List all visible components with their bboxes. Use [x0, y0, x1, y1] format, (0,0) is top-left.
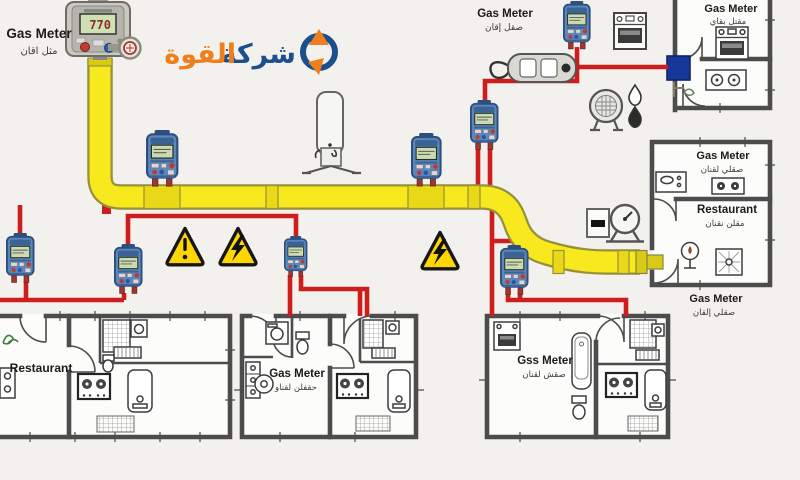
burner-box-icon — [715, 248, 743, 276]
fan-heater-icon — [588, 88, 624, 132]
label-bldg-mid-ar: حقفلن لقناو — [274, 383, 317, 393]
label-bldg-bottom-right-ar: صقش لقنان — [522, 370, 565, 380]
pipe-coupling — [552, 249, 565, 275]
pipe-saddle — [407, 184, 445, 210]
main-gas-meter: 770 — [65, 0, 131, 60]
bathtub-icon — [571, 332, 592, 390]
gas-meter-icon — [410, 131, 442, 188]
gas-meter-icon — [470, 99, 499, 151]
pipe-coupling — [467, 184, 481, 210]
meter-display: 770 — [89, 18, 111, 32]
logo-word-sharika: شركة — [221, 39, 296, 70]
toilet-icon — [102, 354, 115, 373]
electric-warning-icon — [420, 230, 460, 271]
gas-meter-icon — [146, 128, 179, 188]
gas-meter-icon — [113, 243, 143, 295]
pipe-coupling — [617, 249, 630, 275]
pipe-wall-stub — [646, 254, 664, 270]
radiator-icon — [371, 347, 396, 359]
shower-icon — [362, 319, 384, 349]
label-right-below: Gas Meter — [689, 293, 743, 305]
oven-icon — [493, 321, 521, 351]
pipe-end-flange — [635, 249, 648, 275]
gas-meter-icon — [500, 244, 529, 296]
water-heater-icon — [387, 369, 411, 413]
water-heater-icon — [644, 369, 667, 411]
radiator-icon — [635, 349, 660, 361]
floor-mat — [355, 415, 391, 432]
control-box-icon — [586, 208, 610, 238]
label-top-mid: Gas Meter — [477, 8, 533, 20]
valve-icon — [108, 36, 142, 60]
gas-lamp-icon — [680, 241, 700, 269]
logo-flame-bottom — [308, 58, 324, 75]
label-right-meter: Gas Meter — [696, 150, 750, 162]
label-bldg-mid: Gas Meter — [269, 368, 325, 380]
toilet-icon — [295, 331, 310, 355]
building-top-right — [666, 0, 775, 113]
pipe-saddle — [143, 184, 181, 210]
building-right-restaurant — [649, 137, 775, 290]
floor-mat — [627, 415, 659, 432]
washer-icon — [130, 319, 148, 338]
floor-mat — [96, 415, 135, 433]
main-gas-pipe — [87, 57, 664, 275]
label-right-restaurant-ar: مقلن نقنان — [706, 219, 745, 229]
stove-icon — [76, 372, 112, 401]
label-top-left-ar: مثل اقان — [20, 46, 57, 57]
label-top-mid-ar: صقل إقان — [485, 23, 523, 33]
toilet-icon — [571, 395, 587, 420]
hazard-warning-icon — [165, 226, 205, 267]
label-right-below-ar: صقلي إلقان — [693, 308, 735, 318]
pressure-regulator-icon — [489, 53, 577, 83]
oven-icon — [0, 367, 16, 399]
gas-cylinder-icon — [302, 91, 361, 175]
service-valve-sketch — [673, 82, 695, 97]
stove-icon — [604, 371, 639, 399]
stove-icon — [335, 372, 370, 400]
cooktop-icon — [711, 177, 745, 195]
label-right-meter-ar: صقلي لقنان — [701, 165, 743, 175]
label-right-restaurant: Restaurant — [697, 204, 757, 216]
company-logo: شركة القوة — [164, 29, 338, 75]
sink-icon — [651, 323, 665, 337]
building-middle — [234, 311, 424, 442]
pipe-coupling — [265, 184, 279, 210]
label-top-left: Gas Meter — [6, 26, 72, 41]
pressure-gauge-icon — [606, 203, 644, 243]
label-bldg-top-right-ar: مقتل بقاي — [710, 17, 746, 27]
washer-icon — [265, 321, 289, 345]
label-bldg-bottom-right: Gss Meter — [517, 355, 573, 367]
gas-meter-icon — [283, 235, 308, 278]
building-bottom-right — [479, 311, 676, 442]
range-icon — [655, 171, 687, 193]
cooktop-icon — [705, 69, 747, 91]
window-ticks — [29, 311, 235, 442]
elbow-tap — [102, 203, 111, 214]
logo-flame-top — [309, 29, 329, 45]
gas-meter-icon — [5, 232, 35, 284]
table-icon — [254, 374, 274, 394]
building-restaurant-left — [0, 311, 235, 442]
oven-icon — [613, 12, 647, 50]
flame-icon — [628, 83, 642, 128]
label-bldg-top-right: Gas Meter — [704, 3, 758, 15]
wall-box-icon — [666, 55, 691, 81]
logo-word-quwwa: القوة — [164, 39, 236, 70]
oven-icon — [715, 26, 749, 60]
diagram-labels: Gas Meter مثل اقان Gas Meter صقل إقان Ga… — [6, 3, 758, 393]
plant-icon — [2, 334, 19, 345]
electric-warning-icon — [218, 226, 258, 267]
gas-meter-icon — [562, 0, 591, 50]
radiator-icon — [113, 346, 142, 359]
label-restaurant-left: Restaurant — [10, 361, 73, 375]
sink-icon — [385, 320, 400, 335]
water-heater-icon — [127, 369, 153, 413]
